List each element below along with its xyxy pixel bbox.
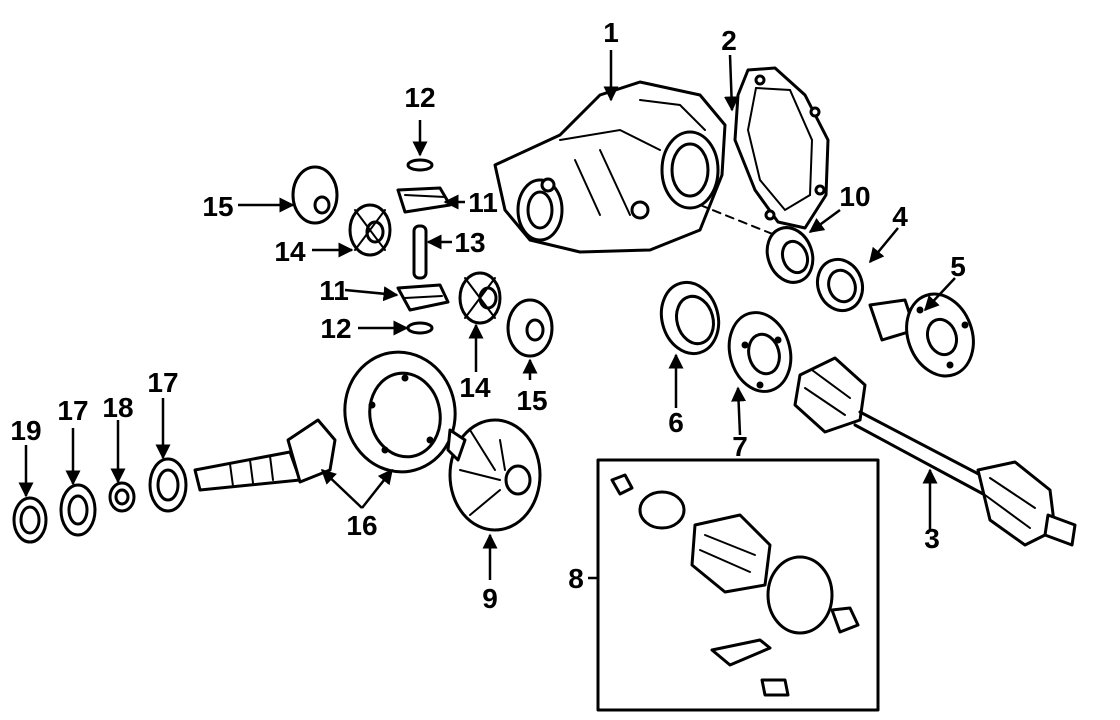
callout-1: 1 [603,17,619,48]
callout-6: 6 [668,407,684,438]
callout-16: 16 [346,510,377,541]
side-gear-11b [396,283,450,312]
pinion-gear-14a [348,203,392,257]
callout-12-top: 12 [404,82,435,113]
callout-15-top: 15 [202,191,233,222]
side-gear-11a [396,186,452,214]
output-flange-5 [868,292,975,378]
callout-3: 3 [924,523,940,554]
leader-lines [18,50,956,580]
pinion-gear-14b [458,271,502,325]
cross-pin-13 [412,224,428,280]
callout-11-bottom: 11 [319,275,349,306]
callout-17-left: 17 [57,395,88,426]
callout-14-left: 14 [274,236,306,267]
thrust-washer-15b [506,298,554,358]
callout-13: 13 [454,227,485,258]
callout-14-right: 14 [459,372,491,403]
washer-12b [406,321,434,335]
callout-labels: 1 2 3 4 5 6 7 8 9 10 11 11 12 12 13 14 1… [10,17,965,614]
bearing-17b [148,457,188,513]
callout-15-bottom: 15 [516,385,547,416]
callout-19: 19 [10,415,41,446]
seal-4 [815,257,865,313]
bearing-10 [765,226,815,284]
cv-joint-flange-6 [659,280,721,356]
differential-housing [493,80,727,254]
callout-18: 18 [102,392,133,423]
callout-11-top: 11 [468,187,498,218]
seal-19 [12,496,48,544]
cv-boot-kit-8 [596,458,880,712]
callout-5: 5 [950,251,966,282]
washer-12a [406,158,434,172]
alignment-line [699,204,776,236]
axle-shaft-3 [793,356,1077,547]
callout-8: 8 [568,563,584,594]
callout-2: 2 [721,25,737,56]
callout-17-right: 17 [147,367,178,398]
callout-10: 10 [839,181,870,212]
callout-4: 4 [892,201,908,232]
ring-pinion-gear-set-16 [193,350,457,492]
spacer-18 [108,481,136,513]
differential-case-9 [446,418,542,532]
thrust-washer-15a [291,165,339,225]
callout-9: 9 [482,583,498,614]
cv-joint-7 [727,311,793,393]
bearing-17a [59,483,97,537]
callout-12-bottom: 12 [320,313,351,344]
cover-gasket [733,66,830,230]
callout-7: 7 [732,431,748,462]
